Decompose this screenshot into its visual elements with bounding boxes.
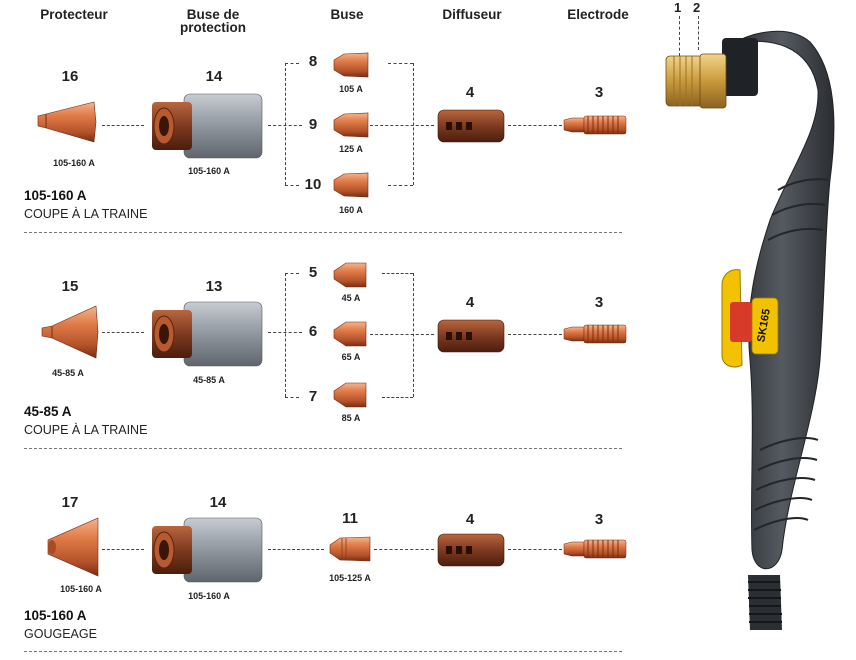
nozzle-tip — [329, 536, 371, 562]
bracket-line — [388, 185, 413, 186]
electrode — [563, 115, 627, 135]
nozzle-tip — [333, 112, 369, 138]
electrode-number: 3 — [594, 511, 604, 528]
nozzle-tip — [333, 382, 367, 408]
connector-line — [370, 334, 434, 335]
nozzle-number: 9 — [308, 116, 318, 133]
bracket-line — [285, 63, 286, 185]
connector-line — [508, 334, 562, 335]
nozzle-tip — [333, 262, 367, 288]
nozzle-amperage: 105-125 A — [329, 573, 371, 583]
header-electrode: Electrode — [567, 7, 629, 22]
nozzle-tip — [333, 321, 367, 347]
bracket-line — [382, 397, 413, 398]
diffuser-number: 4 — [465, 294, 475, 311]
connector-line — [102, 125, 144, 126]
electrode — [563, 539, 627, 559]
nozzle-number: 11 — [342, 510, 358, 527]
row-separator — [24, 651, 622, 652]
bracket-line — [413, 273, 414, 397]
electrode — [563, 324, 627, 344]
connector-line — [102, 549, 144, 550]
torch-handle: SK165 — [665, 30, 835, 630]
connector-line — [370, 125, 434, 126]
protector-cone — [47, 517, 99, 577]
connector-line — [374, 549, 434, 550]
diffuser — [437, 109, 505, 143]
nozzle-tip — [333, 172, 369, 198]
row-subtitle: GOUGEAGE — [24, 627, 97, 641]
diffuser — [437, 533, 505, 567]
nozzle-number: 8 — [308, 53, 318, 70]
bracket-line — [285, 397, 299, 398]
protector-amperage: 45-85 A — [52, 368, 84, 378]
nozzle-amperage: 65 A — [341, 352, 361, 362]
nozzle-protection-number: 14 — [205, 68, 223, 85]
torch-model-label: SK165 — [755, 308, 773, 343]
nozzle-tip — [333, 52, 369, 78]
leader-line — [698, 16, 699, 50]
torch-label-1: 1 — [674, 0, 682, 15]
protector-amperage: 105-160 A — [53, 158, 95, 168]
electrode-number: 3 — [594, 294, 604, 311]
row-subtitle: COUPE À LA TRAINE — [24, 207, 148, 221]
nozzle-amperage: 45 A — [341, 293, 361, 303]
row-separator — [24, 232, 622, 233]
nozzle-protection-sleeve — [152, 93, 263, 159]
protector-number: 17 — [61, 494, 79, 511]
nozzle-protection-sleeve — [152, 301, 263, 367]
connector-line — [268, 549, 324, 550]
bracket-line — [285, 273, 299, 274]
bracket-line — [285, 273, 286, 397]
row-subtitle: COUPE À LA TRAINE — [24, 423, 148, 437]
nozzle-number: 7 — [308, 388, 318, 405]
nozzle-number: 6 — [308, 323, 318, 340]
protector-number: 16 — [61, 68, 79, 85]
header-buse: Buse — [330, 7, 364, 22]
nozzle-protection-amperage: 105-160 A — [188, 591, 230, 601]
nozzle-protection-amperage: 45-85 A — [193, 375, 225, 385]
connector-line — [508, 125, 562, 126]
header-diffuseur: Diffuseur — [442, 7, 502, 22]
nozzle-amperage: 160 A — [339, 205, 363, 215]
nozzle-protection-amperage: 105-160 A — [188, 166, 230, 176]
protector-amperage: 105-160 A — [60, 584, 102, 594]
header-protecteur: Protecteur — [40, 7, 108, 22]
nozzle-protection-number: 13 — [205, 278, 223, 295]
diffuser — [437, 319, 505, 353]
bracket-line — [382, 273, 413, 274]
diffuser-number: 4 — [465, 511, 475, 528]
nozzle-amperage: 85 A — [341, 413, 361, 423]
protector-number: 15 — [61, 278, 79, 295]
nozzle-protection-number: 14 — [209, 494, 227, 511]
diffuser-number: 4 — [465, 84, 475, 101]
nozzle-amperage: 105 A — [339, 84, 363, 94]
electrode-number: 3 — [594, 84, 604, 101]
protector-cone — [37, 101, 97, 143]
nozzle-amperage: 125 A — [339, 144, 363, 154]
row-title: 105-160 A — [24, 608, 87, 623]
row-title: 105-160 A — [24, 188, 87, 203]
nozzle-number: 10 — [304, 176, 322, 193]
nozzle-protection-sleeve — [152, 517, 263, 583]
leader-line — [679, 16, 680, 56]
protector-cone — [41, 305, 99, 359]
bracket-line — [388, 63, 413, 64]
connector-line — [102, 332, 144, 333]
torch-label-2: 2 — [693, 0, 701, 15]
connector-line — [508, 549, 562, 550]
bracket-line — [413, 63, 414, 185]
nozzle-number: 5 — [308, 264, 318, 281]
header-buse-protection: Buse de protection — [180, 7, 246, 35]
row-separator — [24, 448, 622, 449]
bracket-line — [285, 63, 299, 64]
bracket-line — [285, 185, 299, 186]
row-title: 45-85 A — [24, 404, 72, 419]
